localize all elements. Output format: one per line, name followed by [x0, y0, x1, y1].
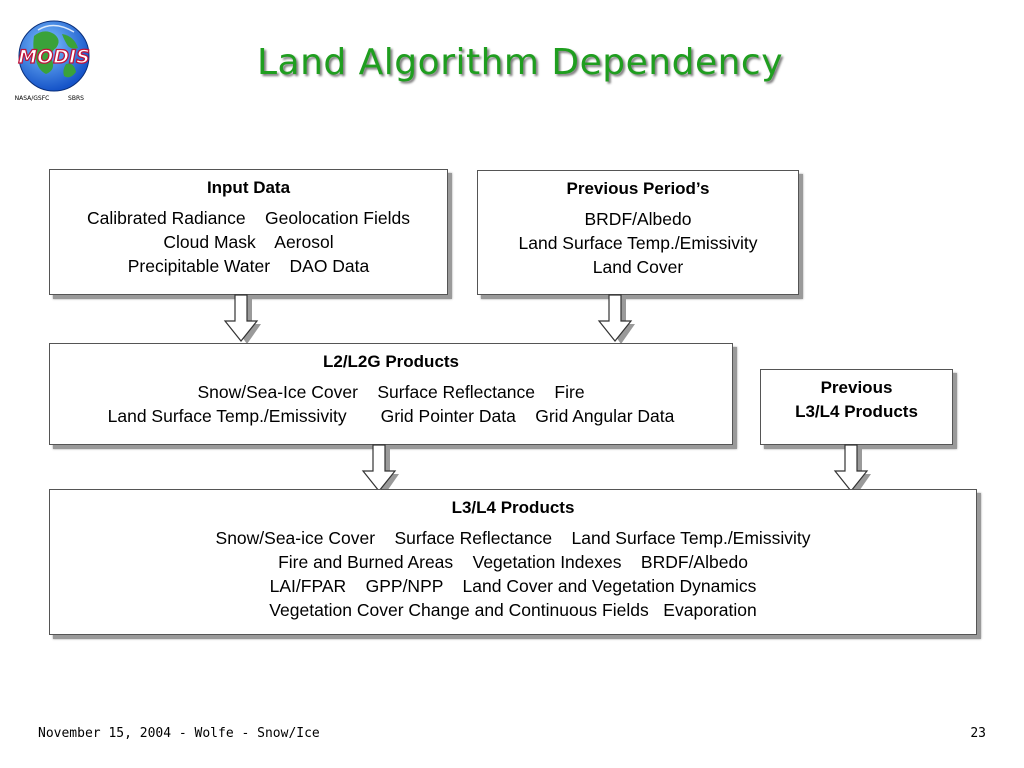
l3l4-products-heading: L3/L4 Products	[451, 498, 575, 517]
l3l4-products-line: Fire and Burned Areas Vegetation Indexes…	[278, 552, 748, 572]
previous-period-box: Previous Period’s BRDF/Albedo Land Surfa…	[477, 170, 799, 295]
input-data-list: Calibrated Radiance Geolocation Fields C…	[50, 206, 447, 278]
logo-caption-left: NASA/GSFC	[15, 95, 50, 102]
logo-caption-right: SBRS	[68, 95, 84, 102]
down-arrow-icon	[223, 294, 261, 345]
l2-products-heading: L2/L2G Products	[322, 352, 460, 371]
l2-products-line: Snow/Sea-Ice Cover Surface Reflectance F…	[197, 382, 585, 402]
down-arrow-icon	[833, 444, 871, 495]
previous-l3l4-line: L3/L4 Products	[795, 402, 918, 421]
logo-wordmark: MODIS	[18, 46, 90, 68]
down-arrow-icon	[361, 444, 399, 495]
previous-period-list: BRDF/Albedo Land Surface Temp./Emissivit…	[478, 207, 798, 279]
l3l4-products-list: Snow/Sea-ice Cover Surface Reflectance L…	[50, 526, 976, 622]
l3l4-products-line: LAI/FPAR GPP/NPP Land Cover and Vegetati…	[269, 576, 757, 596]
page-title: Land Algorithm Dependency	[256, 42, 784, 83]
previous-l3l4-line: Previous	[820, 378, 893, 397]
down-arrow-icon	[597, 294, 635, 345]
page-number: 23	[970, 726, 986, 741]
l2-products-box: L2/L2G Products Snow/Sea-Ice Cover Surfa…	[49, 343, 733, 445]
previous-l3l4-heading: Previous L3/L4 Products	[761, 376, 952, 424]
l3l4-products-line: Snow/Sea-ice Cover Surface Reflectance L…	[215, 528, 811, 548]
previous-period-heading: Previous Period’s	[566, 179, 710, 198]
previous-period-line: Land Cover	[592, 257, 684, 277]
l2-products-list: Snow/Sea-Ice Cover Surface Reflectance F…	[50, 380, 732, 428]
input-data-line: Calibrated Radiance Geolocation Fields	[87, 208, 410, 228]
modis-logo: MODIS NASA/GSFC SBRS	[12, 14, 96, 102]
input-data-line: Cloud Mask Aerosol	[163, 232, 334, 252]
input-data-heading: Input Data	[206, 178, 291, 197]
l2-products-line: Land Surface Temp./Emissivity Grid Point…	[107, 406, 675, 426]
previous-period-line: BRDF/Albedo	[584, 209, 692, 229]
input-data-line: Precipitable Water DAO Data	[127, 256, 370, 276]
input-data-box: Input Data Calibrated Radiance Geolocati…	[49, 169, 448, 295]
previous-period-line: Land Surface Temp./Emissivity	[518, 233, 758, 253]
previous-l3l4-box: Previous L3/L4 Products	[760, 369, 953, 445]
l3l4-products-box: L3/L4 Products Snow/Sea-ice Cover Surfac…	[49, 489, 977, 635]
footer-text: November 15, 2004 - Wolfe - Snow/Ice	[38, 726, 320, 741]
l3l4-products-line: Vegetation Cover Change and Continuous F…	[269, 600, 757, 620]
